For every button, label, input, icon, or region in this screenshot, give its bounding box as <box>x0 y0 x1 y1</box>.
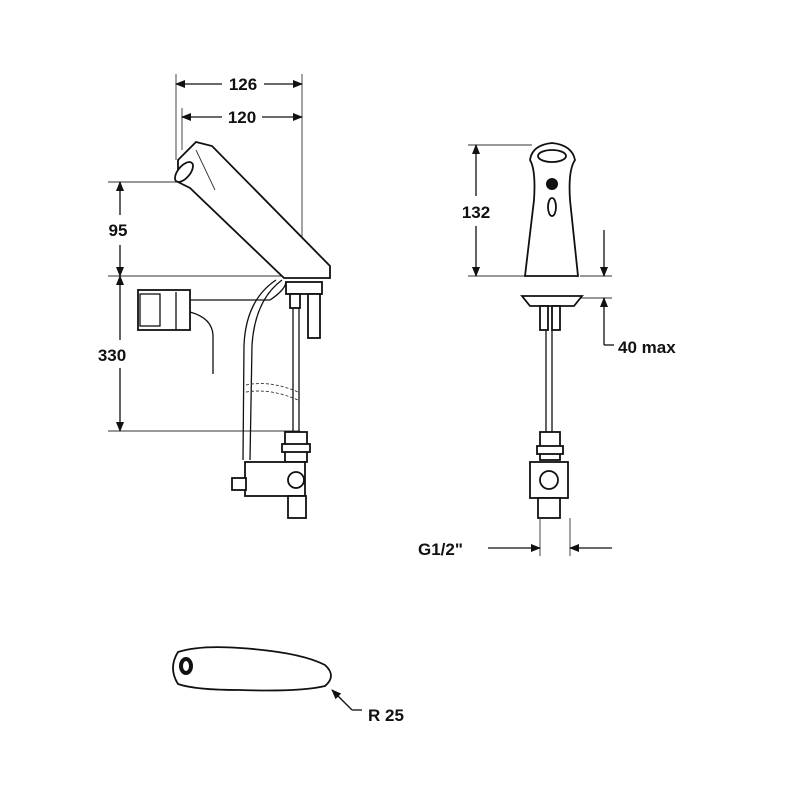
mounting-shank <box>285 281 323 432</box>
dimension-g12-label: G1/2" <box>418 540 463 559</box>
dimension-120: 120 <box>181 108 303 127</box>
dimension-330-label: 330 <box>98 346 126 365</box>
dimension-40-max: 40 max <box>600 230 676 357</box>
dimension-126: 126 <box>175 75 303 94</box>
top-view: R 25 <box>172 646 404 725</box>
dimension-95-label: 95 <box>109 221 128 240</box>
faucet-body-front <box>520 142 584 432</box>
spout-side <box>174 141 331 279</box>
dimension-126-label: 126 <box>229 75 257 94</box>
solenoid-valve <box>231 431 311 519</box>
dimension-95: 95 <box>109 181 128 277</box>
dimension-g12: G1/2" <box>418 518 612 559</box>
dimension-r25-label: R 25 <box>368 706 404 725</box>
dimension-132-label: 132 <box>462 203 490 222</box>
dimension-r25: R 25 <box>331 689 404 725</box>
front-view: 132 40 max <box>418 142 676 559</box>
dimension-330: 330 <box>98 275 126 432</box>
dimension-120-label: 120 <box>228 108 256 127</box>
side-view: 126 120 95 330 <box>98 74 331 519</box>
hose <box>242 279 299 461</box>
dimension-132: 132 <box>462 144 490 277</box>
dimension-40-max-label: 40 max <box>618 338 676 357</box>
control-box <box>137 281 287 374</box>
valve-front <box>529 431 569 519</box>
